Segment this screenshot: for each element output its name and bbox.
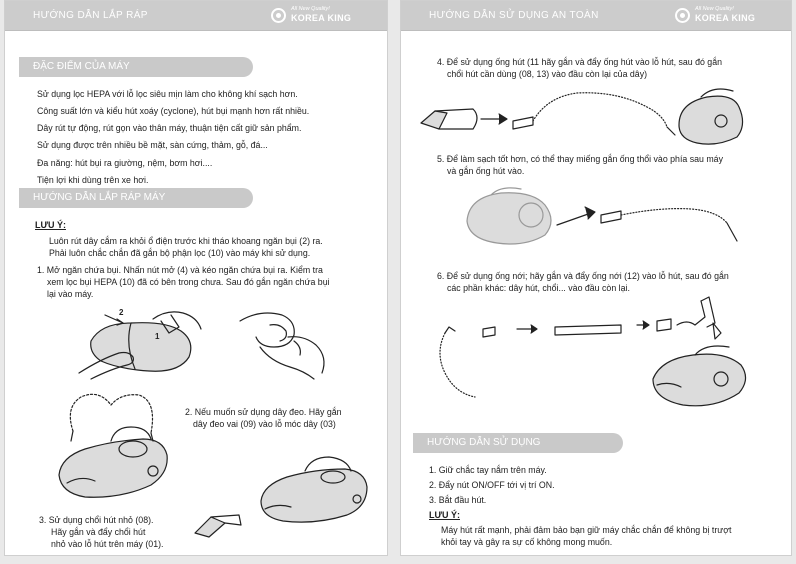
- brand-logo: All New Quality! KOREA KING: [271, 6, 351, 26]
- brand-logo-icon: [271, 8, 286, 23]
- feature-item: Dây rút tự động, rút gọn vào thân máy, t…: [37, 123, 302, 133]
- brand-name: KOREA KING: [695, 13, 756, 23]
- step6-line: 6. Để sử dụng ống nới; hãy gắn và đẩy ốn…: [437, 271, 729, 281]
- usage-note-label: LƯU Ý:: [429, 510, 460, 520]
- step3-line: nhỏ vào lỗ hút trên máy (01).: [51, 539, 164, 549]
- right-page-header: HƯỚNG DẪN SỬ DỤNG AN TOÀN All New Qualit…: [401, 1, 791, 31]
- step3-line: Hãy gắn và đẩy chổi hút: [51, 527, 146, 537]
- feature-item: Tiện lợi khi dùng trên xe hơi.: [37, 175, 149, 185]
- usage-note-line: Máy hút rất mạnh, phải đảm bảo bạn giữ m…: [441, 525, 732, 535]
- usage-step: 2. Đẩy nút ON/OFF tới vị trí ON.: [429, 480, 555, 490]
- blower-hose-illustration: [466, 187, 738, 245]
- brand-logo-icon: [675, 8, 690, 23]
- extension-tube-illustration: [439, 296, 747, 407]
- usage-step: 3. Bắt đầu hút.: [429, 495, 487, 505]
- assembly-note-line: Luôn rút dây cắm ra khỏi ổ điện trước kh…: [49, 236, 323, 246]
- left-header-title: HƯỚNG DẪN LẮP RÁP: [33, 10, 148, 21]
- step2-line: dây đeo vai (09) vào lỗ móc dây (03): [193, 419, 336, 429]
- callout-number: 1: [155, 332, 160, 341]
- usage-section-title: HƯỚNG DẪN SỬ DỤNG: [413, 433, 623, 453]
- hose-attach-illustration: [420, 88, 744, 145]
- step5-line: và gắn ống hút vào.: [447, 166, 525, 176]
- step1-line: 1. Mở ngăn chứa bụi. Nhấn nút mở (4) và …: [37, 265, 323, 275]
- shoulder-strap-illustration: [58, 393, 168, 498]
- right-header-title: HƯỚNG DẪN SỬ DỤNG AN TOÀN: [429, 10, 599, 21]
- left-page-header: HƯỚNG DẪN LẮP RÁP All New Quality! KOREA…: [5, 1, 387, 31]
- step3-line: 3. Sử dụng chổi hút nhỏ (08).: [39, 515, 154, 525]
- feature-item: Đa năng: hút bụi ra giường, nệm, bơm hơi…: [37, 158, 213, 168]
- callout-number: 2: [119, 308, 124, 317]
- features-section-title: ĐẶC ĐIỂM CỦA MÁY: [19, 57, 253, 77]
- step4-line: 4. Để sử dụng ống hút (11 hãy gắn và đẩy…: [437, 57, 722, 67]
- left-page: HƯỚNG DẪN LẮP RÁP All New Quality! KOREA…: [4, 0, 388, 556]
- dust-container-open-illustration: [78, 311, 202, 380]
- assembly-note-label: LƯU Ý:: [35, 220, 66, 230]
- step1-line: xem lọc bụi HEPA (10) đã có bên trong ch…: [47, 277, 330, 287]
- step2-line: 2. Nếu muốn sử dụng dây đeo. Hãy gắn: [185, 407, 342, 417]
- feature-item: Sử dụng được trên nhiều bề mặt, sàn cứng…: [37, 140, 268, 150]
- step5-line: 5. Để làm sạch tốt hơn, có thể thay miến…: [437, 154, 723, 164]
- small-brush-vacuum-illustration: [260, 456, 368, 523]
- step1-line: lại vào máy.: [47, 289, 94, 299]
- brand-tagline: All New Quality!: [291, 6, 330, 12]
- right-page: HƯỚNG DẪN SỬ DỤNG AN TOÀN All New Qualit…: [400, 0, 792, 556]
- feature-item: Công suất lớn và kiểu hút xoáy (cyclone)…: [37, 106, 310, 116]
- feature-item: Sử dụng lọc HEPA với lỗ lọc siêu mịn làm…: [37, 89, 298, 99]
- hepa-filter-check-illustration: [239, 312, 325, 380]
- small-brush-illustration: [194, 514, 242, 538]
- brand-tagline: All New Quality!: [695, 6, 734, 12]
- usage-step: 1. Giữ chắc tay nắm trên máy.: [429, 465, 547, 475]
- step4-line: chổi hút cần dùng (08, 13) vào đầu còn l…: [447, 69, 648, 79]
- assembly-section-title: HƯỚNG DẪN LẮP RÁP MÁY: [19, 188, 253, 208]
- step6-line: các phần khác: dây hút, chổi... vào đầu …: [447, 283, 630, 293]
- usage-note-line: khỏi tay và gây ra sự cố không mong muốn…: [441, 537, 613, 547]
- assembly-note-line: Phải luôn chắc chắn đã gắn bộ phận lọc (…: [49, 248, 311, 258]
- brand-logo: All New Quality! KOREA KING: [675, 6, 755, 26]
- brand-name: KOREA KING: [291, 13, 352, 23]
